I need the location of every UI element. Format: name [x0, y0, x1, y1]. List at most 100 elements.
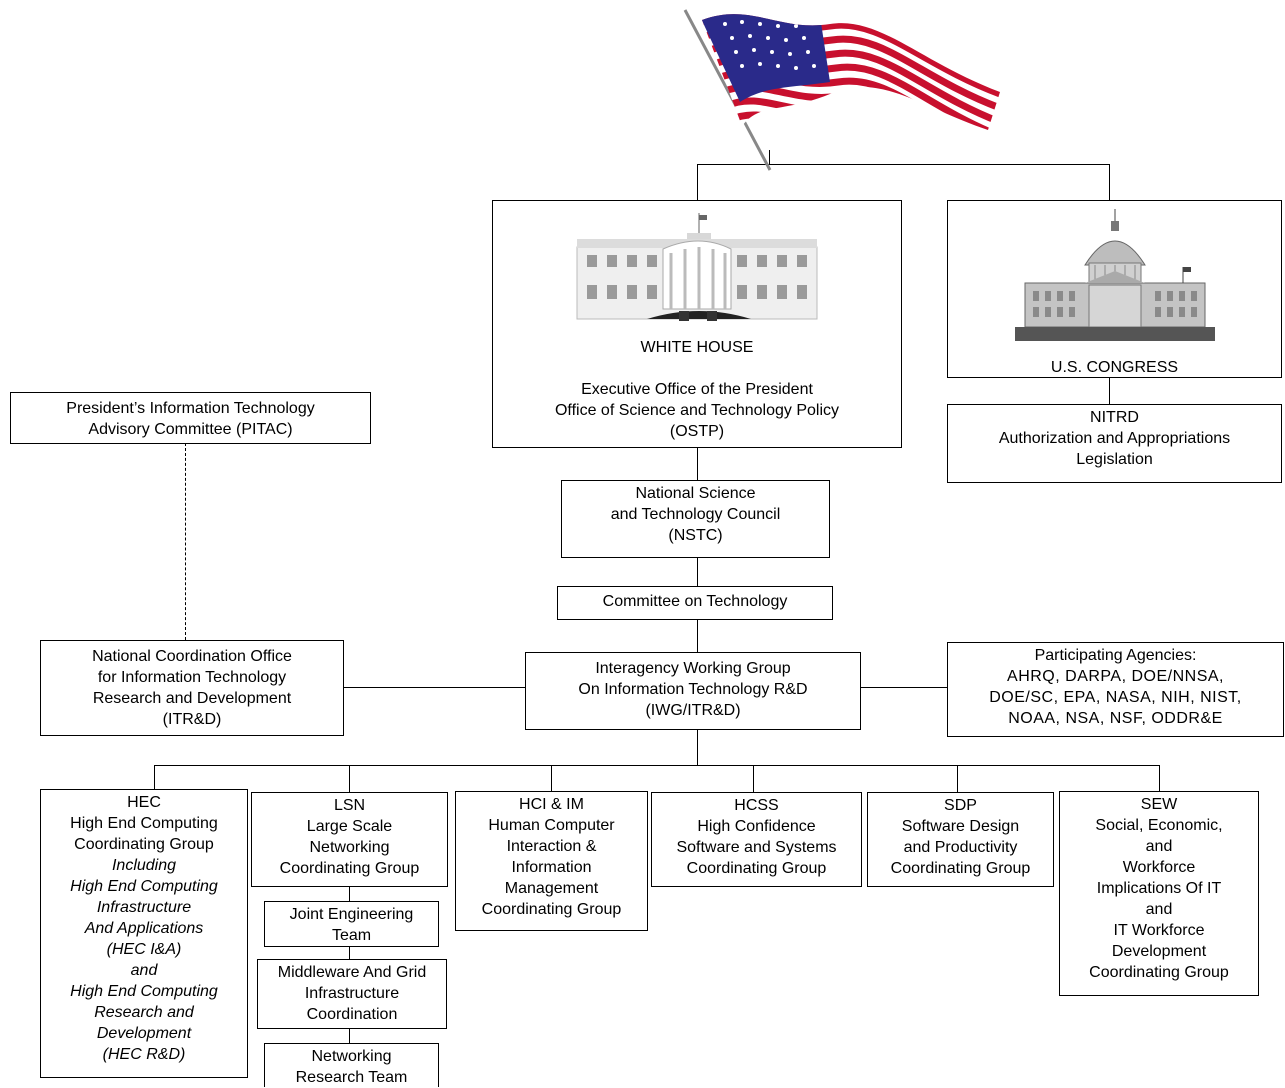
hec-rd-line-1: High End Computing [70, 983, 218, 1000]
middleware-grid-box: Middleware And Grid Infrastructure Coord… [257, 959, 447, 1029]
sew-line-6: and [1145, 901, 1173, 918]
lsn-line-2: Large Scale [306, 818, 393, 835]
hec-rd-line-3: Development [96, 1025, 192, 1042]
hec-ia-line-3: And Applications [84, 920, 204, 937]
nco-line-1: National Coordination Office [92, 648, 292, 665]
sdp-box: SDP Software Design and Productivity Coo… [867, 792, 1054, 887]
connector-lsn-jet [349, 886, 350, 901]
nitrd-label: NITRD [1090, 409, 1139, 426]
connector-to-sdp [957, 765, 958, 792]
nstc-line-3: (NSTC) [668, 527, 723, 544]
nco-box: National Coordination Office for Informa… [40, 640, 344, 736]
sew-line-4: Workforce [1122, 859, 1196, 876]
nco-line-4: (ITR&D) [162, 711, 222, 728]
agencies-line-2: DOE/SC, EPA, NASA, NIH, NIST, [989, 689, 1242, 706]
ostp-line: Office of Science and Technology Policy [554, 402, 840, 419]
nrt-line-1: Networking [311, 1048, 392, 1065]
connector-jet-magic [349, 946, 350, 959]
hci-line-3: Interaction & [506, 838, 597, 855]
committee-on-technology-box: Committee on Technology [557, 586, 833, 620]
hcss-acronym: HCSS [734, 797, 779, 814]
connector-iwg-agencies [860, 687, 948, 688]
participating-agencies-box: Participating Agencies: AHRQ, DARPA, DOE… [947, 642, 1284, 737]
lsn-line-3: Networking [309, 839, 390, 856]
connector-cot-iwg [697, 620, 698, 653]
connector-to-hcss [753, 765, 754, 792]
hec-rd-line-2: Research and [94, 1004, 194, 1021]
us-flag-icon [683, 9, 1000, 171]
connector-magic-nrt [349, 1028, 350, 1043]
white-house-icon [576, 213, 818, 321]
hcss-line-2: High Confidence [697, 818, 816, 835]
connector-nstc-cot [697, 557, 698, 586]
hci-line-4: Information [511, 859, 592, 876]
connector-to-hci [551, 765, 552, 791]
congress-title: U.S. CONGRESS [1050, 359, 1179, 376]
pitac-line-1: President’s Information Technology [66, 400, 315, 417]
capitol-icon [1014, 209, 1215, 341]
connector-ostp-nstc [697, 447, 698, 481]
congress-box: U.S. CONGRESS [947, 200, 1282, 378]
nco-line-2: for Information Technology [97, 669, 287, 686]
hcss-line-4: Coordinating Group [686, 860, 827, 877]
connector-to-lsn [349, 765, 350, 792]
nstc-line-1: National Science [635, 485, 756, 502]
nstc-box: National Science and Technology Council … [561, 480, 830, 558]
pitac-line-2: Advisory Committee (PITAC) [88, 421, 293, 438]
nco-line-3: Research and Development [92, 690, 292, 707]
hec-ia-line-1: High End Computing [70, 878, 218, 895]
iwg-line-2: On Information Technology R&D [578, 681, 808, 698]
sew-line-5: Implications Of IT [1096, 880, 1222, 897]
hci-line-6: Coordinating Group [481, 901, 622, 918]
agencies-line-1: AHRQ, DARPA, DOE/NNSA, [1007, 668, 1224, 685]
ostp-acronym: (OSTP) [669, 423, 725, 440]
sew-line-3: and [1145, 838, 1173, 855]
eop-line: Executive Office of the President [581, 381, 813, 398]
connector-to-hec [154, 765, 155, 789]
lsn-box: LSN Large Scale Networking Coordinating … [251, 792, 448, 887]
lsn-acronym: LSN [333, 797, 366, 814]
nrt-line-2: Research Team [295, 1069, 408, 1086]
sew-line-2: Social, Economic, [1095, 817, 1223, 834]
hec-including: Including [111, 857, 177, 874]
white-house-box: WHITE HOUSE Executive Office of the Pres… [492, 200, 902, 448]
lsn-line-4: Coordinating Group [279, 860, 420, 877]
hec-line-3: Coordinating Group [74, 836, 214, 853]
magic-line-2: Infrastructure [304, 985, 400, 1002]
hci-im-box: HCI & IM Human Computer Interaction & In… [455, 791, 648, 931]
hec-rd-acronym: (HEC R&D) [102, 1046, 186, 1063]
magic-line-3: Coordination [306, 1006, 398, 1023]
nitrd-line-2: Authorization and Appropriations [998, 430, 1231, 447]
nitrd-line-3: Legislation [1076, 451, 1153, 468]
sew-acronym: SEW [1140, 796, 1178, 813]
hec-box: HEC High End Computing Coordinating Grou… [40, 789, 248, 1078]
connector-to-sew [1159, 765, 1160, 791]
hec-acronym: HEC [127, 794, 161, 811]
hci-acronym: HCI & IM [519, 796, 584, 813]
hec-ia-line-2: Infrastructure [96, 899, 192, 916]
iwg-line-3: (IWG/ITR&D) [645, 702, 741, 719]
joint-engineering-team-box: Joint Engineering Team [264, 901, 439, 947]
sdp-line-3: and Productivity [903, 839, 1018, 856]
networking-research-team-box: Networking Research Team [264, 1043, 439, 1087]
sdp-line-4: Coordinating Group [890, 860, 1031, 877]
hec-and: and [130, 962, 158, 979]
sew-line-9: Coordinating Group [1089, 964, 1229, 981]
agencies-line-3: NOAA, NSA, NSF, ODDR&E [1008, 710, 1223, 727]
connector-iwg-groups [697, 729, 698, 766]
agencies-title: Participating Agencies: [1034, 647, 1197, 664]
nstc-line-2: and Technology Council [610, 506, 781, 523]
hci-line-2: Human Computer [488, 817, 615, 834]
connector-groups-bar [154, 765, 1159, 766]
connector-to-congress [1109, 164, 1110, 200]
jet-line-2: Team [331, 927, 372, 944]
sdp-acronym: SDP [944, 797, 977, 814]
sew-line-8: Development [1111, 943, 1207, 960]
sew-line-7: IT Workforce [1113, 922, 1205, 939]
white-house-title: WHITE HOUSE [640, 339, 754, 356]
connector-congress-nitrd [1109, 377, 1110, 404]
iwg-box: Interagency Working Group On Information… [525, 652, 861, 730]
cot-label: Committee on Technology [602, 593, 788, 610]
connector-nco-iwg [343, 687, 526, 688]
hec-line-2: High End Computing [70, 815, 218, 832]
